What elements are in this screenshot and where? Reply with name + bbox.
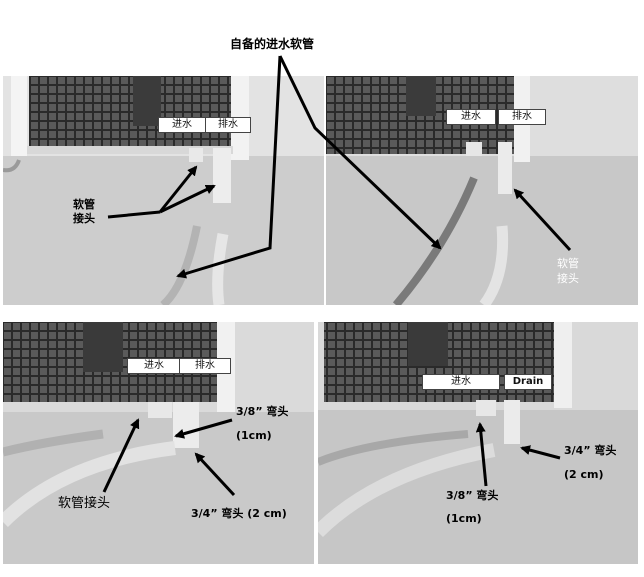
elbow-3-4-label-line1: 3/4” 弯头: [564, 444, 617, 457]
drain-tag: Drain: [504, 374, 552, 390]
elbow-3-8-label-line1: 3/8” 弯头: [236, 405, 289, 418]
inlet-tag: 进水: [422, 374, 500, 390]
drain-tag: 排水: [498, 109, 546, 125]
photo-elbow-fittings-a: 进水 排水 3/8” 弯头 (1cm) 3/4” 弯头 (2 cm) 软管接头: [3, 322, 314, 564]
elbow-3-4-label: 3/4” 弯头 (2 cm): [191, 507, 287, 520]
hose-fitting-label-line1: 软管: [73, 198, 95, 211]
photo-inlet-hose-side-a: 进水 排水 软管 接头: [3, 76, 324, 305]
photo-background: [318, 322, 638, 564]
hose-fitting-label-line2: 接头: [557, 272, 579, 285]
photo-background: [3, 322, 314, 564]
photo-background: [3, 76, 324, 305]
elbow-3-8-label-line2: (1cm): [446, 512, 482, 525]
hose-fitting-label-line1: 软管: [557, 257, 579, 270]
photo-elbow-fittings-b: 进水 Drain 3/4” 弯头 (2 cm) 3/8” 弯头 (1cm): [318, 322, 638, 564]
elbow-3-4-label-line2: (2 cm): [564, 468, 604, 481]
inlet-tag: 进水: [446, 109, 496, 125]
drain-tag: 排水: [205, 117, 251, 133]
drain-tag: 排水: [179, 358, 231, 374]
elbow-3-8-label-line2: (1cm): [236, 429, 272, 442]
inlet-tag: 进水: [127, 358, 181, 374]
photo-inlet-hose-side-b: 进水 排水 软管 接头: [326, 76, 638, 305]
supplied-inlet-hose-label: 自备的进水软管: [230, 37, 315, 51]
elbow-3-8-label-line1: 3/8” 弯头: [446, 489, 499, 502]
inlet-tag: 进水: [158, 117, 206, 133]
hose-fitting-label: 软管接头: [58, 496, 111, 511]
hose-fitting-label-line2: 接头: [73, 212, 95, 225]
